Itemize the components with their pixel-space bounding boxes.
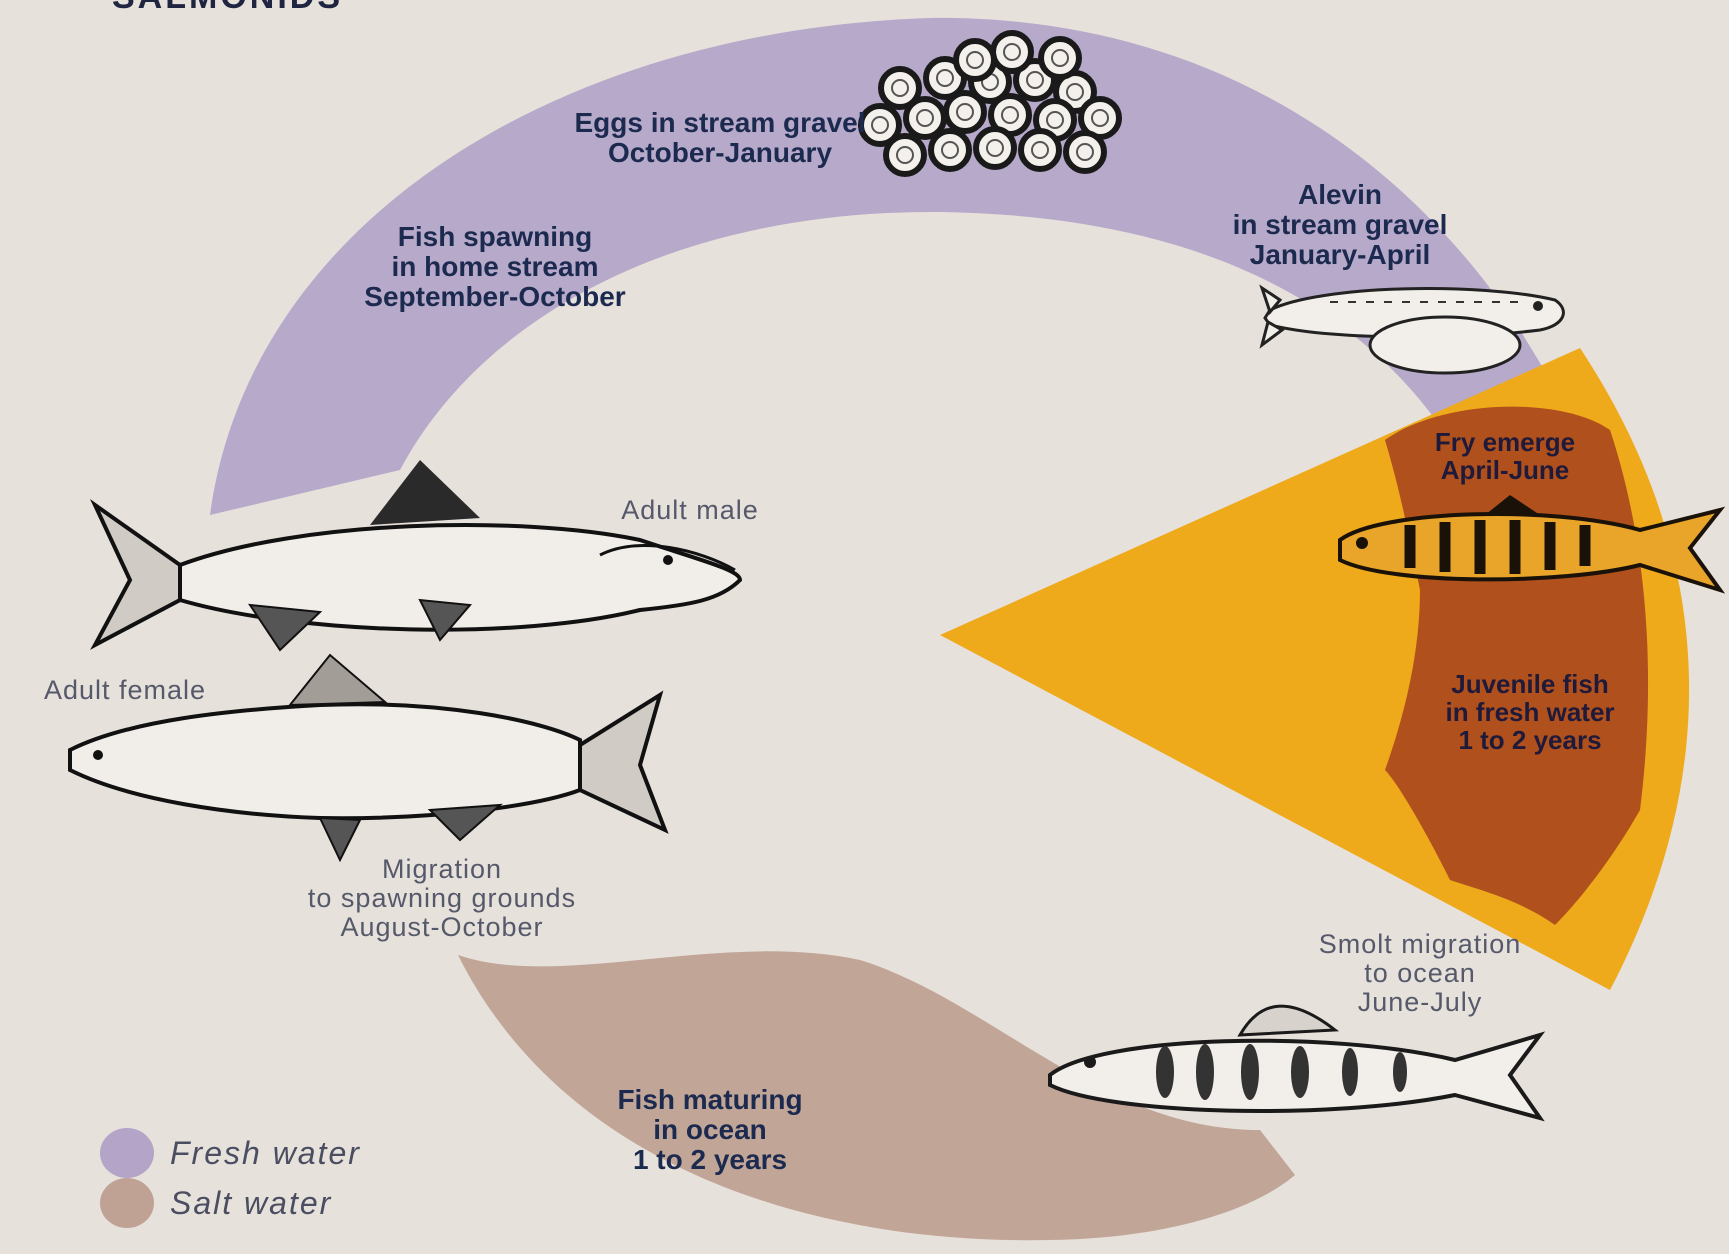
fish-label-adult-male: Adult male [590, 496, 790, 525]
adult-male-salmon-icon [95, 460, 740, 650]
stage-label-juvenile: Juvenile fish in fresh water 1 to 2 year… [1400, 670, 1660, 754]
fish-label-adult-female: Adult female [10, 676, 240, 705]
egg [1041, 39, 1079, 77]
egg [956, 41, 994, 79]
egg [1021, 131, 1059, 169]
stage-label-eggs: Eggs in stream gravel October-January [540, 108, 900, 168]
stage-label-migration: Migration to spawning grounds August-Oct… [262, 855, 622, 942]
stage-label-alevin: Alevin in stream gravel January-April [1180, 180, 1500, 271]
legend-swatch [100, 1178, 154, 1228]
stage-label-maturing: Fish maturing in ocean 1 to 2 years [560, 1085, 860, 1176]
legend-label: Fresh water [170, 1135, 361, 1172]
smolt-fish-icon [1050, 1006, 1540, 1118]
egg [931, 131, 969, 169]
egg [993, 33, 1031, 71]
egg [976, 129, 1014, 167]
stage-label-spawning: Fish spawning in home stream September-O… [310, 222, 680, 313]
legend-swatch [100, 1128, 154, 1178]
egg [946, 93, 984, 131]
stage-label-fry: Fry emerge April-June [1380, 428, 1630, 484]
legend-label: Salt water [170, 1185, 332, 1222]
egg [1066, 133, 1104, 171]
legend-item-fresh-water: Fresh water [100, 1128, 361, 1178]
stage-label-smolt: Smolt migration to ocean June-July [1275, 930, 1565, 1017]
legend-item-salt-water: Salt water [100, 1178, 332, 1228]
egg [906, 99, 944, 137]
